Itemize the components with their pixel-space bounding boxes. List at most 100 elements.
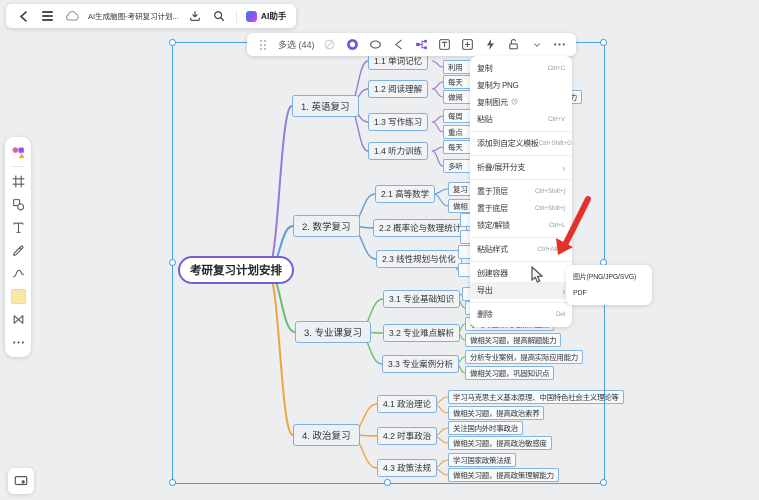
- menu-item-1[interactable]: 复制为 PNG: [477, 81, 519, 90]
- sticky-note-icon[interactable]: [9, 287, 27, 305]
- mindmap-subtopic-node-1-4[interactable]: 1.4 听力训练: [368, 142, 429, 160]
- topbar-divider: [235, 9, 237, 23]
- mindmap-subtopic-node-4-1[interactable]: 4.1 政治理论: [377, 395, 438, 413]
- menu-shortcut: Ctrl+L: [548, 222, 566, 229]
- mindmap-structure-icon[interactable]: [414, 37, 430, 53]
- mindmap-branch-node-3[interactable]: 3. 专业课复习: [295, 321, 372, 343]
- presentation-mode-button[interactable]: [8, 468, 34, 494]
- text-box-icon[interactable]: [437, 37, 453, 53]
- selection-handle[interactable]: [383, 478, 391, 486]
- submenu-chevron-icon: ›: [562, 162, 565, 173]
- curve-icon[interactable]: [9, 264, 27, 282]
- menu-shortcut: Ctrl+Alt+V: [537, 246, 565, 253]
- document-title[interactable]: AI生成脑图-考研复习计划...: [88, 11, 179, 21]
- mindmap-leaf-node-4-1-1[interactable]: 学习马克思主义基本原理、中国特色社会主义理论等: [448, 390, 624, 404]
- menu-separator: [470, 302, 572, 303]
- bowtie-icon[interactable]: [9, 310, 27, 328]
- mindmap-subtopic-node-4-3[interactable]: 4.3 政策法规: [377, 459, 438, 477]
- ai-assistant-button[interactable]: AI助手: [245, 10, 286, 22]
- clock-icon: [511, 98, 518, 107]
- selection-handle[interactable]: [599, 38, 607, 46]
- back-icon[interactable]: [16, 9, 31, 24]
- connector-line-icon[interactable]: [391, 37, 407, 53]
- mindmap-leaf-node-4-1-2[interactable]: 做相关习题，提高政治素养: [448, 406, 545, 420]
- mindmap-leaf-node-3-3-1[interactable]: 分析专业案例，提高实际应用能力: [465, 350, 583, 364]
- mindmap-subtopic-node-1-3[interactable]: 1.3 写作练习: [368, 113, 429, 131]
- cloud-sync-icon: [64, 9, 79, 24]
- mindmap-subtopic-node-3-2[interactable]: 3.2 专业难点解析: [383, 324, 461, 342]
- menu-shortcut: Ctrl+Shift+]: [534, 188, 565, 195]
- menu-separator: [470, 237, 572, 238]
- frame-icon[interactable]: [9, 172, 27, 190]
- mindmap-leaf-node-4-3-1[interactable]: 学习国家政策法规: [448, 453, 516, 467]
- insert-node-icon[interactable]: [460, 37, 476, 53]
- mindmap-leaf-node-4-2-1[interactable]: 关注国内外时事政治: [448, 421, 523, 435]
- export-submenu: 图片(PNG/JPG/SVG) PDF: [566, 265, 652, 305]
- chevron-down-icon[interactable]: [529, 37, 545, 53]
- mindmap-subtopic-node-1-2[interactable]: 1.2 阅读理解: [368, 80, 429, 98]
- mindmap-subtopic-node-2-2[interactable]: 2.2 概率论与数理统计: [373, 219, 468, 237]
- menu-shortcut: Ctrl+Shift+[: [534, 205, 565, 212]
- selection-handle[interactable]: [599, 478, 607, 486]
- selection-handle[interactable]: [168, 38, 176, 46]
- menu-separator: [470, 261, 572, 262]
- mindmap-subtopic-node-2-3[interactable]: 2.3 线性规划与优化: [376, 250, 462, 268]
- pen-icon[interactable]: [9, 241, 27, 259]
- lock-icon[interactable]: [506, 37, 522, 53]
- selection-handle[interactable]: [168, 478, 176, 486]
- mindmap-subtopic-node-2-1[interactable]: 2.1 高等数学: [375, 185, 436, 203]
- menu-separator: [470, 131, 572, 132]
- menu-shortcut: Ctrl+V: [547, 116, 565, 123]
- menu-item-2[interactable]: 复制图元: [470, 94, 572, 111]
- mindmap-subtopic-node-1-1[interactable]: 1.1 单词记忆: [368, 52, 429, 70]
- download-icon[interactable]: [188, 9, 203, 24]
- mindmap-subtopic-node-3-1[interactable]: 3.1 专业基础知识: [383, 290, 461, 308]
- toolbar-divider: [11, 166, 25, 167]
- menu-item-16[interactable]: 导出›: [470, 282, 572, 299]
- mindmap-leaf-node-3-2-2[interactable]: 做相关习题，提高解题能力: [465, 333, 562, 347]
- menu-separator: [470, 179, 572, 180]
- menu-shortcut: Del: [555, 311, 565, 318]
- export-option-1[interactable]: PDF: [573, 289, 587, 297]
- drag-handle-icon[interactable]: [255, 37, 271, 53]
- menu-item-15[interactable]: 创建容器: [477, 269, 508, 278]
- mindmap-leaf-node-4-3-2[interactable]: 做相关习题，提高政策理解能力: [448, 468, 559, 482]
- mindmap-leaf-node-4-2-2[interactable]: 做相关习题，提高政治敏感度: [448, 436, 552, 450]
- selection-handle[interactable]: [168, 258, 176, 266]
- menu-shortcut: Ctrl+C: [547, 65, 566, 72]
- search-icon[interactable]: [212, 9, 227, 24]
- more-icon[interactable]: [9, 333, 27, 351]
- mindmap-branch-node-2[interactable]: 2. 数学复习: [293, 215, 360, 237]
- text-icon[interactable]: [9, 218, 27, 236]
- mindmap-subtopic-node-3-3[interactable]: 3.3 专业案例分析: [382, 355, 460, 373]
- mindmap-root-node[interactable]: 考研复习计划安排: [178, 256, 294, 284]
- mindmap-leaf-node-3-3-2[interactable]: 做相关习题，巩固知识点: [465, 366, 555, 380]
- quick-actions-icon[interactable]: [483, 37, 499, 53]
- mindmap-subtopic-node-4-2[interactable]: 4.2 时事政治: [377, 427, 438, 445]
- oval-shape-icon[interactable]: [368, 37, 384, 53]
- menu-item-7[interactable]: 折叠/展开分支›: [477, 162, 565, 173]
- export-option-0[interactable]: 图片(PNG/JPG/SVG): [573, 274, 637, 281]
- main-menu-icon[interactable]: [40, 9, 55, 24]
- mindmap-branch-node-4[interactable]: 4. 政治复习: [293, 424, 360, 446]
- more-icon[interactable]: [552, 37, 568, 53]
- submenu-chevron-icon: ›: [562, 285, 565, 296]
- fill-color-icon[interactable]: [345, 37, 361, 53]
- multi-select-count-label: 多选 (44): [278, 40, 315, 50]
- ai-shapes-icon[interactable]: [9, 143, 27, 161]
- ai-assistant-logo-icon: [245, 10, 257, 22]
- shapes-icon[interactable]: [9, 195, 27, 213]
- selection-toolbar: 多选 (44): [247, 33, 576, 56]
- transparent-fill-icon[interactable]: [322, 37, 338, 53]
- mindmap-branch-node-1[interactable]: 1. 英语复习: [292, 95, 359, 117]
